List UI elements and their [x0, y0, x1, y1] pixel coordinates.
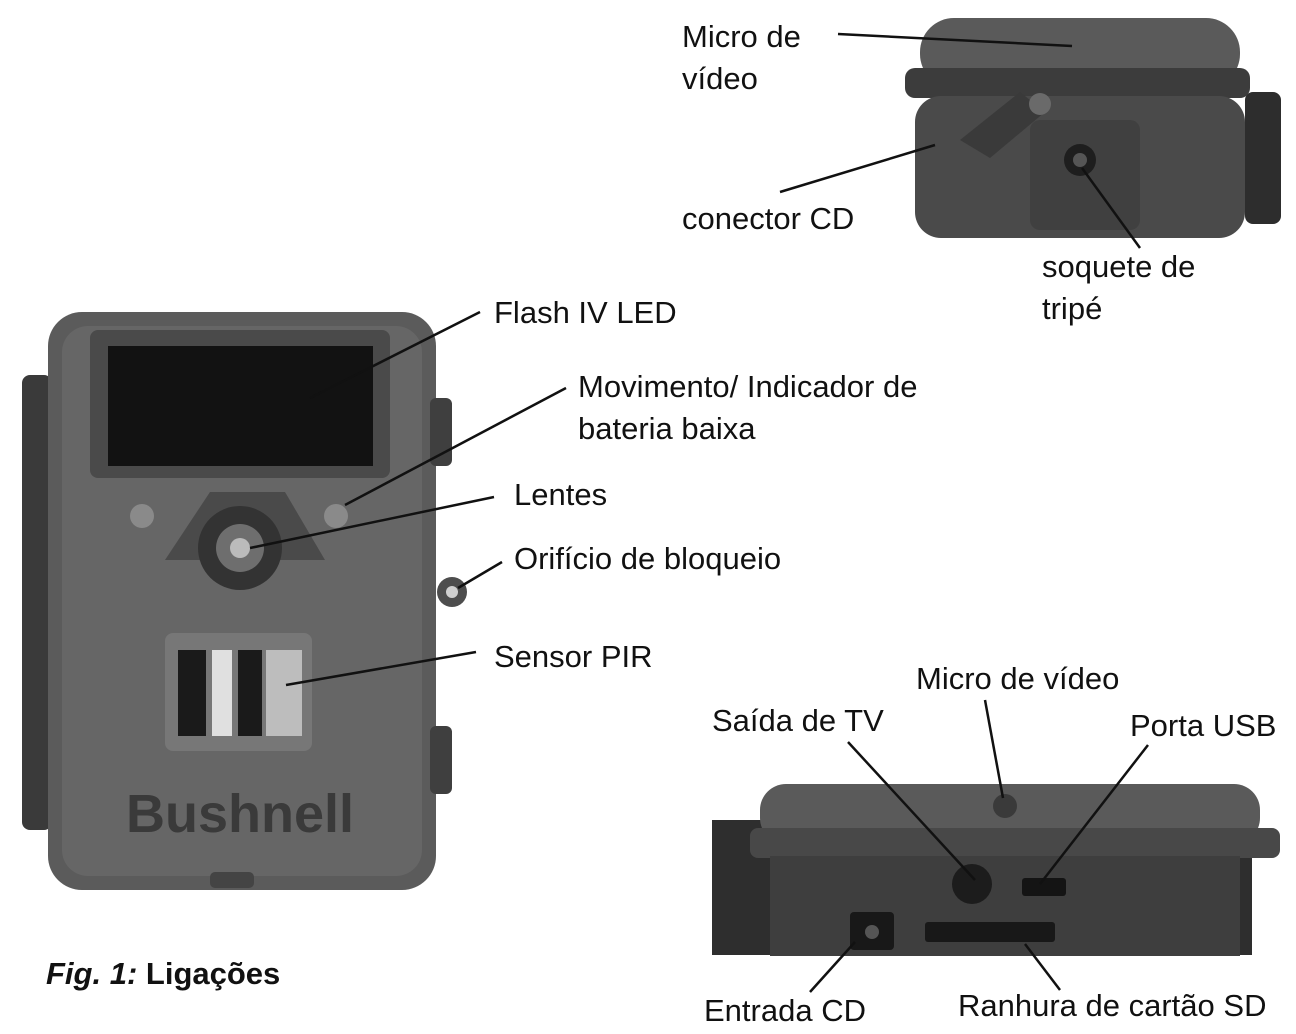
label-porta-usb: Porta USB — [1130, 708, 1277, 743]
leader-lines — [249, 32, 1149, 993]
label-soquete-2: tripé — [1042, 291, 1103, 326]
label-conector-cd: conector CD — [682, 201, 855, 236]
label-entrada-cd: Entrada CD — [704, 993, 866, 1028]
label-lentes: Lentes — [514, 477, 608, 512]
label-saida-tv: Saída de TV — [712, 703, 884, 738]
label-orificio: Orifício de bloqueio — [514, 541, 782, 576]
bushnell-logo: Bushnell — [126, 784, 354, 844]
label-micro-video-top-2: vídeo — [682, 61, 758, 96]
label-micro-video-bottom: Micro de vídeo — [916, 661, 1120, 696]
figure-caption: Fig. 1: Ligações — [46, 950, 280, 998]
label-micro-video-top-1: Micro de — [682, 19, 801, 54]
label-ranhura-sd: Ranhura de cartão SD — [958, 988, 1267, 1023]
label-soquete-1: soquete de — [1042, 249, 1196, 284]
label-sensor-pir: Sensor PIR — [494, 639, 653, 674]
camera-front-view — [22, 312, 467, 890]
camera-top-view — [905, 18, 1281, 238]
label-flash: Flash IV LED — [494, 295, 677, 330]
label-movimento-2: bateria baixa — [578, 411, 756, 446]
caption-text: Ligações — [137, 956, 281, 991]
caption-fig-number: Fig. 1: — [46, 956, 138, 991]
label-movimento-1: Movimento/ Indicador de — [578, 369, 918, 404]
camera-bottom-view — [712, 784, 1280, 956]
